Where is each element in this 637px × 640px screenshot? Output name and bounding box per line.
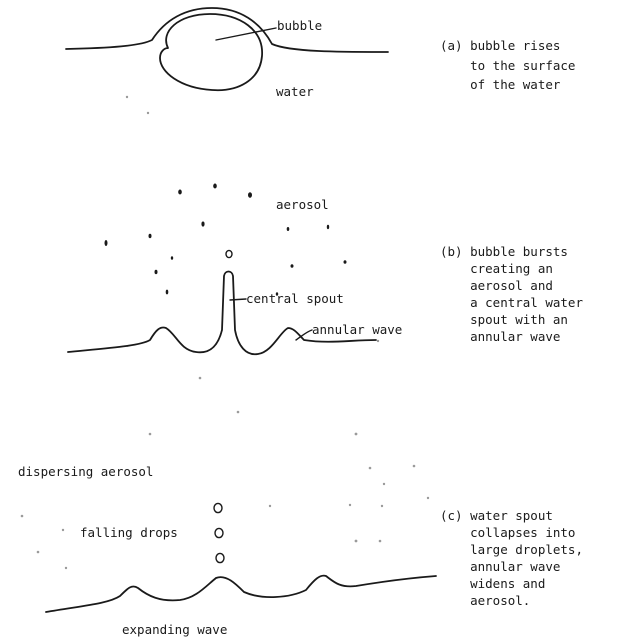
svg-text:of the water: of the water — [440, 77, 561, 92]
label-annular-wave: annular wave — [312, 322, 402, 337]
label-bubble: bubble — [277, 18, 322, 33]
svg-text:(c) water spout: (c) water spout — [440, 508, 553, 523]
label-dispersing-aerosol: dispersing aerosol — [18, 464, 153, 479]
label-expanding-wave: expanding wave — [122, 622, 227, 637]
svg-text:to the surface: to the surface — [440, 58, 575, 73]
svg-text:widens and: widens and — [440, 576, 545, 591]
water-surface-c — [46, 576, 436, 612]
svg-text:(b) bubble bursts: (b) bubble bursts — [440, 244, 568, 259]
svg-text:aerosol and: aerosol and — [440, 278, 553, 293]
speck — [126, 96, 128, 98]
panel-a: bubble water (a) bubble rises to the sur… — [66, 8, 575, 114]
panel-c: dispersing aerosol falling drops expandi… — [18, 377, 583, 637]
label-water: water — [276, 84, 314, 99]
spout-droplet — [226, 250, 232, 257]
caption-a: (a) bubble rises to the surface of the w… — [440, 38, 575, 92]
svg-text:(a) bubble rises: (a) bubble rises — [440, 38, 560, 53]
label-central-spout: central spout — [246, 291, 344, 306]
label-falling-drops: falling drops — [80, 525, 178, 540]
caption-b: (b) bubble bursts creating an aerosol an… — [440, 244, 583, 344]
svg-text:annular wave: annular wave — [440, 559, 560, 574]
water-surface-a — [66, 8, 388, 52]
water-surface-b — [68, 272, 376, 355]
speck — [377, 340, 379, 342]
speck — [147, 112, 149, 114]
svg-text:spout with an: spout with an — [440, 312, 568, 327]
panel-b: aerosol central spout annular wave (b) b… — [68, 184, 583, 355]
svg-text:creating an: creating an — [440, 261, 553, 276]
svg-text:collapses into: collapses into — [440, 525, 575, 540]
svg-text:aerosol.: aerosol. — [440, 593, 530, 608]
falling-drops — [214, 503, 224, 562]
svg-text:large droplets,: large droplets, — [440, 542, 583, 557]
label-aerosol: aerosol — [276, 197, 329, 212]
svg-text:annular wave: annular wave — [440, 329, 560, 344]
spout-leader — [230, 299, 246, 300]
bubble-outline — [160, 14, 262, 90]
bubble-leader — [216, 28, 276, 40]
caption-c: (c) water spout collapses into large dro… — [440, 508, 583, 608]
svg-text:a central water: a central water — [440, 295, 583, 310]
